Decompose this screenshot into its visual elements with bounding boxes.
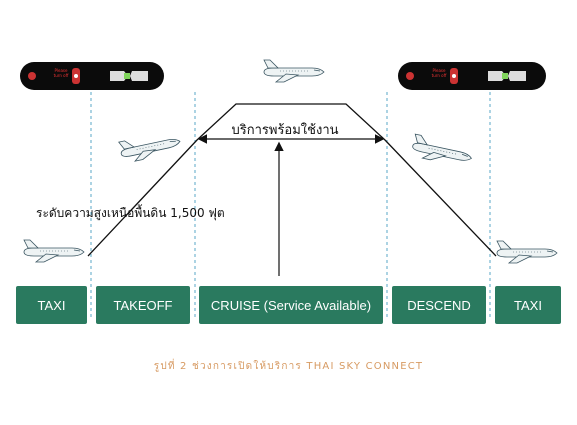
seatbelt-sign-icon — [110, 71, 148, 81]
airplane-icon — [118, 129, 183, 165]
phase-cruise: CRUISE (Service Available) — [199, 286, 383, 324]
seatbelt-sign-right: Please turn off — [398, 62, 546, 90]
service-available-label: บริการพร้อมใช้งาน — [231, 123, 339, 138]
altitude-label: ระดับความสูงเหนือพื้นดิน 1,500 ฟุต — [36, 206, 225, 220]
phase-separators — [90, 92, 491, 320]
phase-taxi-start: TAXI — [16, 286, 87, 324]
seatbelt-sign-icon — [488, 71, 526, 81]
airplane-icon — [263, 59, 325, 83]
phase-takeoff: TAKEOFF — [96, 286, 190, 324]
phase-descend: DESCEND — [392, 286, 486, 324]
flight-path — [87, 103, 497, 257]
airplane-icon — [496, 240, 558, 264]
seatbelt-sign-icon — [28, 72, 36, 80]
phase-taxi-end: TAXI — [495, 286, 561, 324]
sign-text: Please turn off — [431, 68, 447, 78]
airplane-icon — [23, 239, 85, 263]
seatbelt-sign-icon — [406, 72, 414, 80]
airplane-icon — [410, 133, 475, 169]
seatbelt-sign-left: Please turn off — [20, 62, 164, 90]
sign-text: Please turn off — [53, 68, 69, 78]
figure-caption: รูปที่ 2 ช่วงการเปิดให้บริการ THAI SKY C… — [153, 361, 424, 372]
